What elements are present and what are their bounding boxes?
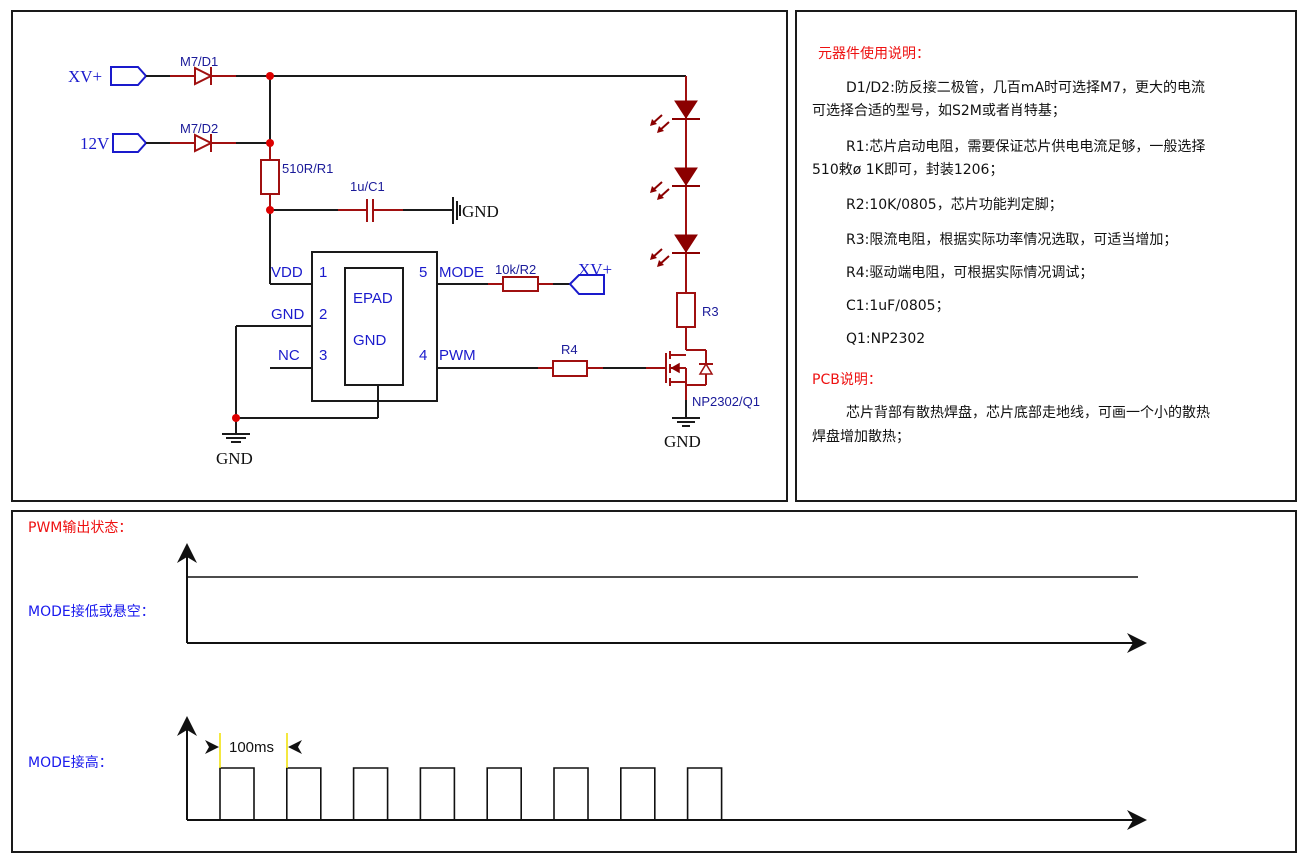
- notes-panel: [795, 10, 1297, 502]
- pin-4-name: PWM: [439, 347, 476, 364]
- epad-gnd-label: GND: [353, 332, 387, 349]
- note-line: 可选择合适的型号，如S2M或者肖特基；: [812, 103, 1066, 119]
- gnd-label-q1: GND: [664, 432, 701, 451]
- net-label-12v-in: 12V: [80, 134, 110, 153]
- label-d2: M7/D2: [180, 121, 218, 136]
- note-line: D1/D2:防反接二极管，几百mA时可选择M7，更大的电流: [846, 80, 1206, 96]
- net-label-xv-mode: XV+: [578, 260, 612, 279]
- resistor-r3: [676, 292, 696, 328]
- led-1: [650, 100, 700, 133]
- pin-2-number: 2: [319, 306, 327, 323]
- port-12v-in: [112, 133, 148, 153]
- junction-dot: [232, 414, 240, 422]
- pin-3-number: 3: [319, 347, 327, 364]
- ground-symbol-q1: [672, 417, 700, 427]
- resistor-r1: [260, 159, 280, 195]
- waveform-mode-low: [177, 543, 1147, 653]
- note-line: R2:10K/0805，芯片功能判定脚；: [846, 197, 1063, 213]
- capacitor-c1: [366, 199, 374, 222]
- epad-label: EPAD: [353, 290, 393, 307]
- led-string: [650, 100, 700, 267]
- pulse: [219, 767, 255, 820]
- resistor-r4: [552, 360, 588, 377]
- ground-symbol-c1: [452, 197, 461, 224]
- label-r1: 510R/R1: [282, 161, 333, 176]
- gnd-label-c1: GND: [462, 202, 499, 221]
- port-xv-mode: [568, 274, 605, 295]
- pulse: [286, 767, 322, 820]
- pulse: [352, 767, 389, 820]
- pin-2-name: GND: [271, 306, 305, 323]
- schematic-panel: [11, 10, 788, 502]
- gnd-label-chip: GND: [216, 449, 253, 468]
- note-line: R3:限流电阻，根据实际功率情况选取，可适当增加；: [846, 232, 1178, 248]
- label-r2: 10k/R2: [495, 262, 536, 277]
- pcb-note-line: 芯片背部有散热焊盘，芯片底部走地线，可画一个小的散热: [846, 405, 1210, 421]
- pin-1-name: VDD: [271, 264, 303, 281]
- period-label: 100ms: [229, 739, 274, 756]
- note-line: R1:芯片启动电阻，需要保证芯片供电电流足够，一般选择: [846, 139, 1206, 155]
- note-line: Q1:NP2302: [846, 331, 926, 347]
- label-r3: R3: [702, 304, 719, 319]
- mode-high-label: MODE接高：: [28, 755, 113, 771]
- pulse: [486, 767, 522, 820]
- note-line: C1:1uF/0805；: [846, 298, 950, 314]
- period-arrow-right: [205, 740, 219, 754]
- mosfet-q1: [665, 327, 714, 386]
- label-d1: M7/D1: [180, 54, 218, 69]
- waveform-mode-high: 100ms: [177, 716, 1147, 830]
- pulse: [686, 767, 723, 820]
- note-line: 510敕ø 1K即可，封装1206；: [812, 162, 1004, 178]
- led-2: [650, 167, 700, 200]
- resistor-r2: [502, 276, 539, 292]
- pcb-title: PCB说明：: [812, 372, 882, 388]
- pulse: [419, 767, 456, 820]
- label-q1: NP2302/Q1: [692, 394, 760, 409]
- pulse: [620, 767, 656, 820]
- chip-epad: [344, 267, 404, 386]
- pulse-train: [219, 767, 723, 820]
- pin-1-number: 1: [319, 264, 327, 281]
- diode-d2: [194, 133, 214, 153]
- diode-d1: [194, 66, 214, 86]
- pin-4-number: 4: [419, 347, 427, 364]
- waveform-panel: [11, 510, 1297, 853]
- label-r4: R4: [561, 342, 578, 357]
- junction-dot: [266, 206, 274, 214]
- components-title: 元器件使用说明：: [818, 46, 930, 62]
- pulse: [553, 767, 589, 820]
- pcb-note-line: 焊盘增加散热；: [812, 429, 910, 445]
- waveform-title: PWM输出状态：: [28, 520, 133, 536]
- mode-low-label: MODE接低或悬空：: [28, 604, 155, 620]
- port-xv-in: [110, 66, 148, 86]
- note-line: R4:驱动端电阻，可根据实际情况调试；: [846, 265, 1094, 281]
- led-3: [650, 234, 700, 267]
- ground-symbol-chip: [222, 433, 250, 443]
- pin-5-name: MODE: [439, 264, 484, 281]
- junction-dot: [266, 72, 274, 80]
- net-label-xv-in: XV+: [68, 67, 102, 86]
- pin-5-number: 5: [419, 264, 427, 281]
- junction-dot: [266, 139, 274, 147]
- label-c1: 1u/C1: [350, 179, 385, 194]
- period-arrow-left: [288, 740, 302, 754]
- pin-3-name: NC: [278, 347, 300, 364]
